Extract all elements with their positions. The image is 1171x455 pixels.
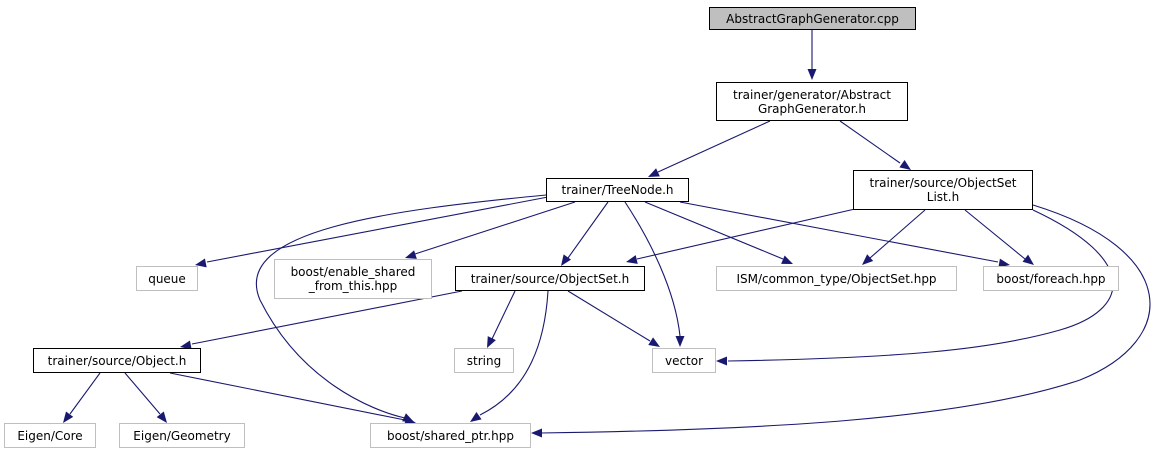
node-abstractgraphgenerator-cpp: AbstractGraphGenerator.cpp [709,7,916,30]
edge-objectsetlist-h-to-shared-ptr [540,204,1151,434]
arrowhead-treenode-h-to-enable-shared [405,250,417,259]
node-objectset-h[interactable]: trainer/source/ObjectSet.h [455,266,645,291]
arrowhead-object-h-to-eigen-core [63,411,74,423]
arrowhead-objectsetlist-h-to-foreach [1022,254,1034,265]
arrowhead-abstractgraphgenerator-h-to-treenode-h [648,168,660,177]
node-ism-objectset-hpp: ISM/common_type/ObjectSet.hpp [716,266,957,291]
edge-treenode-h-to-foreach [679,201,999,263]
edge-abstractgraphgenerator-h-to-treenode-h [657,120,771,173]
edge-treenode-h-to-vector [624,201,681,337]
node-eigen-geometry: Eigen/Geometry [119,423,245,448]
edge-treenode-h-to-queue [206,196,549,263]
edge-objectsetlist-h-to-vector [727,209,1114,362]
edge-object-h-to-eigen-geometry [124,372,161,415]
edge-treenode-h-to-ism-objectset [644,201,784,260]
edge-abstractgraphgenerator-h-to-objectsetlist-h [839,120,901,164]
arrowhead-treenode-h-to-vector [675,336,685,347]
node-object-h[interactable]: trainer/source/Object.h [33,348,201,373]
arrowhead-object-h-to-shared-ptr [404,416,416,426]
arrowhead-root-to-abstractgraphgenerator-h [807,69,817,80]
arrowhead-objectsetlist-h-to-shared-ptr [531,428,542,438]
node-boost-enable-shared-from-this: boost/enable_shared _from_this.hpp [274,259,432,299]
arrowhead-objectset-h-to-shared-ptr [470,412,482,422]
edge-object-h-to-shared-ptr [169,372,406,421]
edge-objectset-h-to-shared-ptr [479,290,549,416]
arrowhead-treenode-h-to-foreach [998,258,1010,268]
arrowhead-objectsetlist-h-to-vector [716,356,727,366]
arrowhead-treenode-h-to-queue [195,258,207,268]
edge-objectset-h-to-object-h [191,290,463,345]
edge-objectsetlist-h-to-foreach [964,209,1026,260]
arrowhead-objectsetlist-h-to-ism-objectset [862,254,874,265]
node-vector: vector [652,348,716,373]
arrowhead-treenode-h-to-ism-objectset [781,255,793,264]
node-treenode-h[interactable]: trainer/TreeNode.h [546,178,689,202]
edge-objectsetlist-h-to-objectset-h [636,208,856,260]
node-string: string [454,348,514,373]
arrowhead-object-h-to-eigen-geometry [156,411,167,423]
edge-objectsetlist-h-to-ism-objectset [869,209,926,259]
node-queue: queue [136,266,198,291]
edge-treenode-h-to-objectset-h [567,201,609,259]
arrowhead-objectset-h-to-vector [648,337,660,347]
edge-object-h-to-eigen-core [69,372,101,415]
edge-objectset-h-to-string [491,290,516,340]
arrowhead-abstractgraphgenerator-h-to-objectsetlist-h [899,160,911,170]
arrowhead-treenode-h-to-objectset-h [561,254,571,266]
edge-treenode-h-to-shared-ptr [255,194,547,419]
node-boost-shared-ptr-hpp: boost/shared_ptr.hpp [370,423,531,448]
edge-objectset-h-to-vector [567,290,651,342]
arrowhead-objectset-h-to-object-h [180,340,192,350]
edge-treenode-h-to-enable-shared [414,201,576,255]
node-eigen-core: Eigen/Core [4,423,96,448]
node-abstractgraphgenerator-h[interactable]: trainer/generator/Abstract GraphGenerato… [716,82,908,121]
node-objectsetlist-h[interactable]: trainer/source/ObjectSet List.h [853,170,1033,210]
arrowhead-objectsetlist-h-to-objectset-h [626,255,638,264]
arrowhead-objectset-h-to-string [487,336,496,348]
node-boost-foreach-hpp: boost/foreach.hpp [983,266,1119,291]
